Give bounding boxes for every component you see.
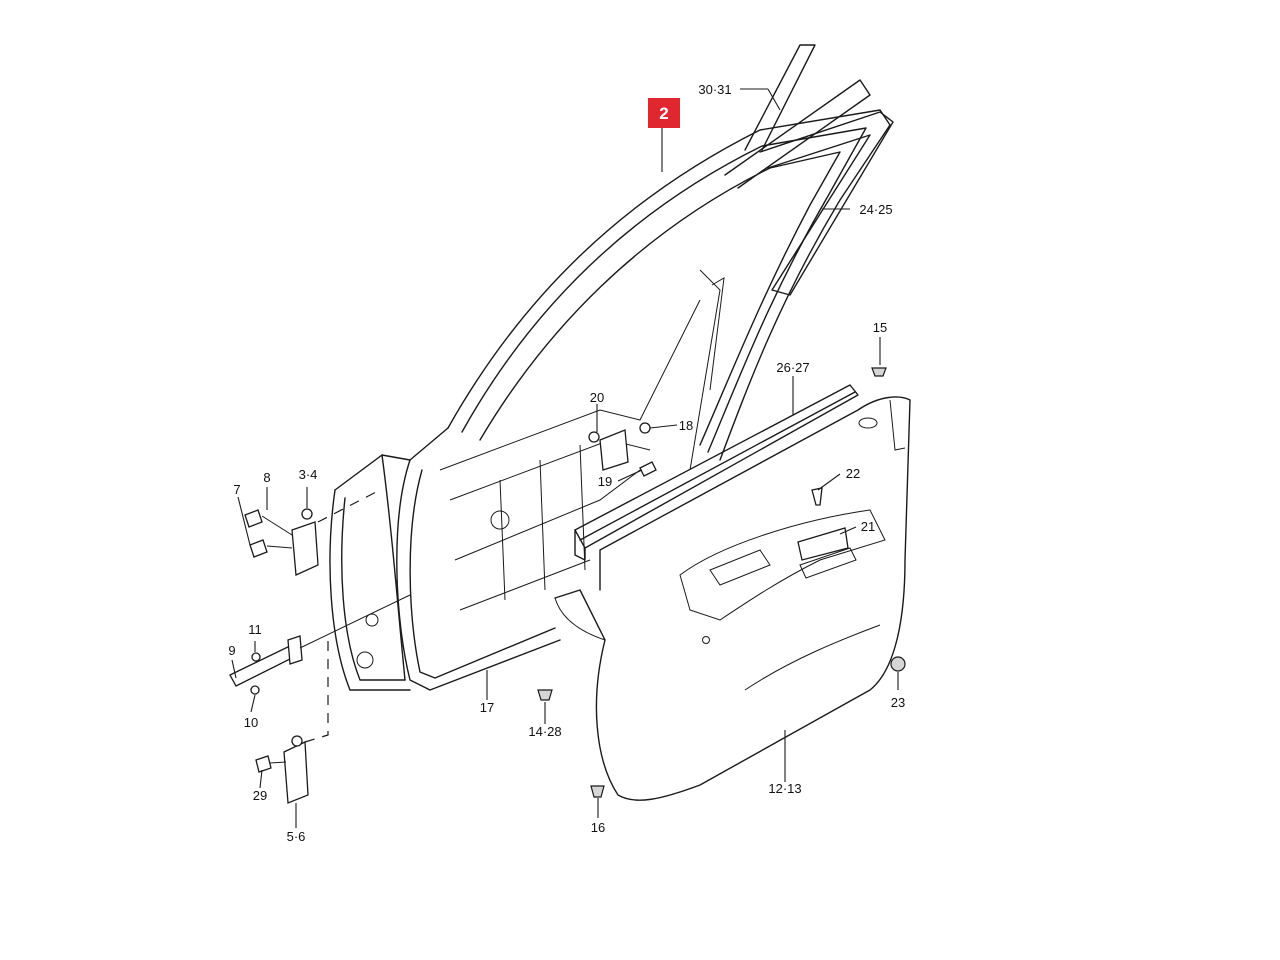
label-16: 16 (591, 820, 605, 835)
label-11: 11 (248, 622, 262, 637)
label-20: 20 (590, 390, 604, 405)
label-9: 9 (228, 643, 235, 658)
label-23: 23 (891, 695, 905, 710)
door-frame-outline (329, 109, 891, 691)
lower-hinge (255, 640, 329, 804)
label-15: 15 (873, 320, 887, 335)
label-19: 19 (598, 474, 612, 489)
inner-handle-and-clip (797, 487, 849, 561)
leader-lines (231, 88, 899, 828)
label-18: 18 (679, 418, 693, 433)
door-check (229, 594, 411, 695)
belt-moulding (574, 384, 859, 561)
part-labels: 30·31 24·25 15 26·27 20 18 19 22 21 8 7 … (228, 82, 905, 844)
label-14-28: 14·28 (528, 724, 561, 739)
glass-run-channel (724, 44, 871, 189)
door-trim-panel (554, 396, 911, 801)
upper-hinge (244, 489, 381, 576)
regulator-bracket (588, 422, 657, 477)
label-12-13: 12·13 (768, 781, 801, 796)
door-weatherstrip (759, 111, 894, 296)
label-29: 29 (253, 788, 267, 803)
label-24-25: 24·25 (859, 202, 892, 217)
highlight-badge[interactable] (648, 98, 680, 128)
label-21: 21 (861, 519, 875, 534)
label-17: 17 (480, 700, 494, 715)
label-3-4: 3·4 (299, 467, 318, 482)
label-7: 7 (233, 482, 240, 497)
label-30-31: 30·31 (698, 82, 731, 97)
label-5-6: 5·6 (287, 829, 306, 844)
trim-clips (537, 367, 906, 798)
label-22: 22 (846, 466, 860, 481)
highlight-badge-label[interactable]: 2 (659, 104, 668, 123)
label-26-27: 26·27 (776, 360, 809, 375)
label-10: 10 (244, 715, 258, 730)
label-8: 8 (263, 470, 270, 485)
